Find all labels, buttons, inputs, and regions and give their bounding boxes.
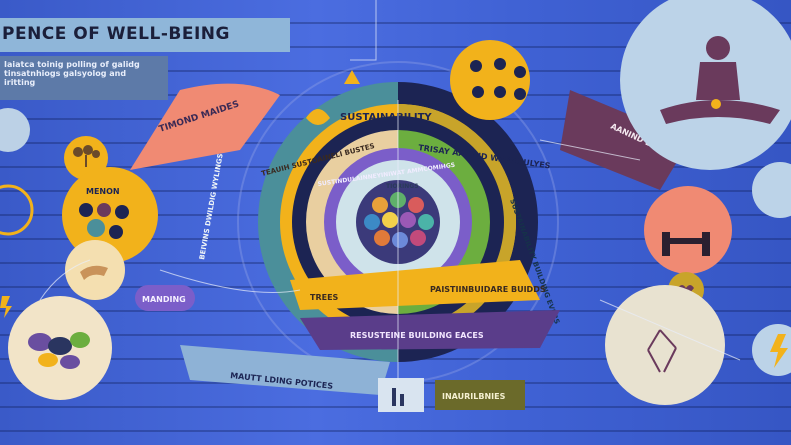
center-tag: TIORINGS (386, 183, 419, 190)
manding-pill (135, 285, 195, 311)
label-left-vertical: BEIVINS DWILDIG WYLINGS (198, 153, 225, 261)
page-title: PENCE OF WELL-BEING (2, 24, 230, 44)
lightning-icon-left (0, 296, 12, 318)
leaf-cluster-icon (28, 332, 90, 369)
label-lower-gold-right: PAISTIINBUIDARE BUIDDS (430, 285, 546, 294)
label-lower-gold-left: TREES (310, 293, 339, 302)
icon-grid-top (470, 58, 526, 100)
label-left-circle: MENON (86, 187, 120, 196)
meditation-figure-icon (660, 36, 780, 124)
molecule-circle (62, 167, 158, 263)
plum-band (560, 90, 690, 190)
tree-icon (73, 145, 100, 167)
handshake-circle (644, 186, 732, 274)
subtitle-box (0, 56, 168, 100)
label-lower-purple: RESUSTEINE BUILDING EACES (350, 331, 484, 340)
lightning-icon-right (770, 334, 788, 368)
handshake-icon (662, 232, 710, 256)
leaf-icon-top (306, 109, 330, 125)
lower-gold-band (290, 260, 540, 310)
label-manding: MANDING (142, 295, 186, 304)
molecule-icon (79, 203, 129, 239)
icons-circle-top (450, 40, 530, 120)
bottom-right-tag (435, 380, 525, 410)
tree-network-icon (647, 329, 677, 373)
subtitle-text: Iaiatca toinig polling of galidg tinsatn… (4, 60, 140, 87)
edge-circle-left (0, 108, 30, 152)
center-icon-cluster (364, 192, 434, 248)
hand-icon (80, 265, 108, 280)
bottom-ribbon (180, 345, 390, 395)
edge-circle-right (752, 162, 791, 218)
lower-purple-band (300, 310, 560, 350)
label-sustainability: SUSTAINABILITY (340, 112, 432, 123)
connector-lines (39, 0, 741, 361)
title-bar: PENCE OF WELL-BEING (0, 18, 290, 52)
tree-network-circle (605, 285, 725, 405)
coral-band (130, 83, 280, 170)
label-bottom-right-tag: INAURILBNIES (442, 392, 506, 401)
drop-icon-top (344, 70, 360, 84)
edge-ring-left (0, 184, 34, 236)
